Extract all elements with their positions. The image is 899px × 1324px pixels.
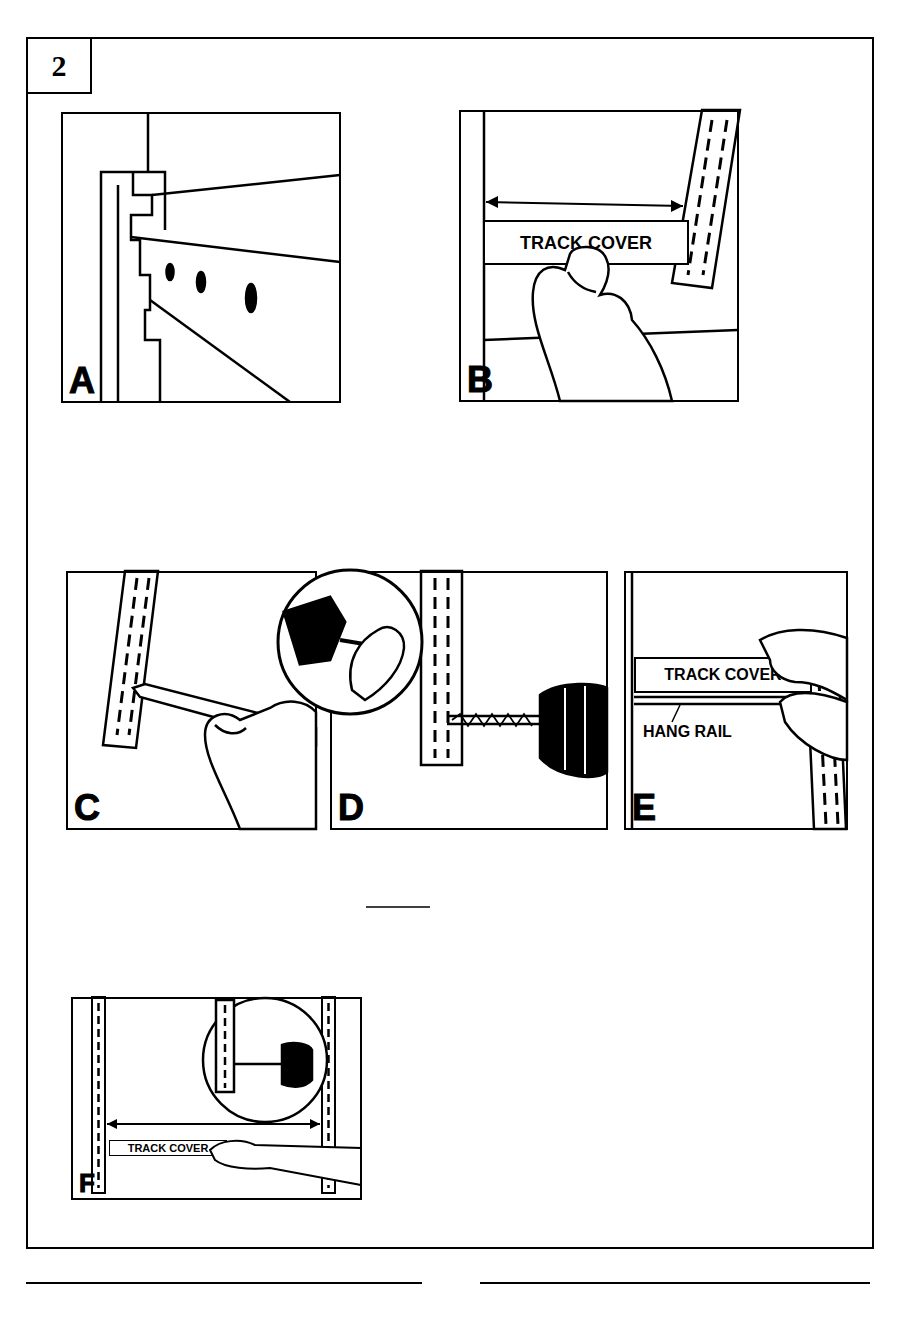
- step-panel: A: [61, 112, 341, 403]
- two-tracks-drawing-part: [310, 1119, 320, 1129]
- two-tracks-drawing-part: [327, 1003, 330, 1188]
- magnifier-detail: [278, 570, 422, 714]
- two-tracks-drawing: [92, 997, 335, 1193]
- hands-drawing: [760, 630, 847, 760]
- shelf-bracket-drawing-part: [152, 175, 340, 195]
- panel-letter: E: [632, 790, 656, 826]
- panel-letter: F: [79, 1170, 95, 1196]
- page-frame-part: [27, 38, 873, 1248]
- magnifier-detail-part: [340, 640, 400, 650]
- magnifier-detail-part: [350, 627, 404, 700]
- step-number-box: 2: [26, 37, 92, 94]
- shelf-bracket-drawing-part: [131, 172, 160, 402]
- hand-drawing: [533, 247, 672, 401]
- hang-rail-drawing-part: [806, 650, 846, 829]
- hand-drawing-part: [533, 247, 672, 401]
- page-frame: [26, 38, 873, 1283]
- magnifier-detail-part: [203, 998, 327, 1122]
- arm-drawing-part: [210, 1141, 361, 1185]
- track-cover-part: TRACK COVER: [634, 657, 812, 693]
- step-number: 2: [52, 51, 67, 81]
- panel-letter: B: [467, 362, 493, 398]
- page-frame-part: [480, 1282, 870, 1284]
- part-label: HANG RAIL: [643, 724, 732, 740]
- shelf-bracket-drawing-part: [147, 112, 150, 172]
- hang-rail-drawing-part: [830, 660, 838, 825]
- track-marking-drawing-part: [103, 571, 158, 748]
- hands-drawing-part: [780, 693, 847, 760]
- two-tracks-drawing-part: [107, 1123, 320, 1125]
- magnifier-detail-part: [278, 570, 422, 714]
- wall-track-drawing-part: [703, 120, 727, 275]
- pencil-hand-drawing: [133, 684, 316, 829]
- wall-track-drawing-part: [484, 330, 738, 340]
- shelf-bracket-drawing-part: [117, 185, 120, 402]
- magnifier-detail-part: [234, 1063, 282, 1066]
- drilling-drawing-part: [447, 578, 450, 758]
- step-panel: F TRACK COVER: [71, 997, 362, 1200]
- hang-rail-drawing: [632, 571, 846, 829]
- hang-rail-drawing-part: [672, 705, 680, 722]
- magnifier-detail-part: [284, 597, 345, 664]
- two-tracks-drawing-part: [97, 1003, 100, 1188]
- hang-rail-drawing-part: [818, 660, 826, 825]
- drill-drawing-part: [540, 684, 607, 777]
- step-panel: C: [66, 571, 317, 830]
- panel-letter: D: [338, 790, 364, 826]
- track-marking-drawing-part: [117, 578, 137, 735]
- drill-drawing-part: [565, 686, 585, 774]
- track-marking-drawing: [103, 571, 158, 748]
- hands-drawing-part: [760, 630, 847, 700]
- pencil-hand-drawing-part: [215, 725, 246, 733]
- magnifier-detail: [203, 998, 327, 1122]
- shelf-bracket-drawing-part: [246, 284, 256, 312]
- part-label: TRACK COVER: [128, 1143, 209, 1154]
- panel-letter: A: [69, 363, 95, 399]
- shelf-bracket-drawing-part: [197, 272, 205, 292]
- wall-track-drawing: [484, 110, 740, 401]
- magnifier-detail-part: [216, 1000, 234, 1092]
- track-cover-part: TRACK COVER: [109, 1140, 227, 1156]
- magnifier-detail-part: [224, 1005, 227, 1088]
- two-tracks-drawing-part: [322, 997, 335, 1193]
- drilling-drawing-part: [434, 578, 437, 758]
- shelf-bracket-drawing-part: [131, 237, 340, 262]
- page-frame-part: [26, 1282, 422, 1284]
- shelf-bracket-drawing-part: [101, 172, 165, 402]
- shelf-bracket-drawing-part: [150, 300, 290, 402]
- hand-drawing-part: [568, 272, 596, 292]
- arm-drawing: [210, 1141, 361, 1185]
- panel-letter: C: [74, 790, 100, 826]
- part-label: TRACK COVER: [664, 667, 781, 683]
- hang-rail-drawing-part: [634, 696, 806, 699]
- track-marking-drawing-part: [129, 578, 149, 735]
- step-panel: D: [330, 571, 608, 830]
- drilling-drawing-part: [421, 571, 462, 765]
- wall-track-drawing-part: [688, 120, 712, 275]
- page-frame-part: [366, 906, 430, 908]
- part-label: TRACK COVER: [520, 234, 652, 252]
- drilling-drawing: [421, 571, 540, 765]
- two-tracks-drawing-part: [92, 997, 105, 1193]
- track-cover-part: TRACK COVER: [483, 220, 689, 265]
- wall-track-drawing-part: [486, 196, 498, 208]
- wall-track-drawing-part: [486, 202, 683, 206]
- drill-drawing: [540, 684, 607, 777]
- shelf-bracket-drawing-part: [167, 264, 174, 280]
- drilling-drawing-part: [452, 714, 532, 726]
- shelf-bracket-drawing: [101, 112, 340, 402]
- hang-rail-drawing-part: [634, 703, 806, 706]
- step-panel: B TRACK COVER: [459, 110, 739, 402]
- pencil-hand-drawing-part: [133, 684, 316, 745]
- magnifier-detail-part: [282, 1043, 312, 1087]
- two-tracks-drawing-part: [107, 1119, 117, 1129]
- wall-track-drawing-part: [671, 200, 683, 212]
- pencil-hand-drawing-part: [205, 702, 316, 829]
- step-panel: E TRACK COVER: [624, 571, 848, 830]
